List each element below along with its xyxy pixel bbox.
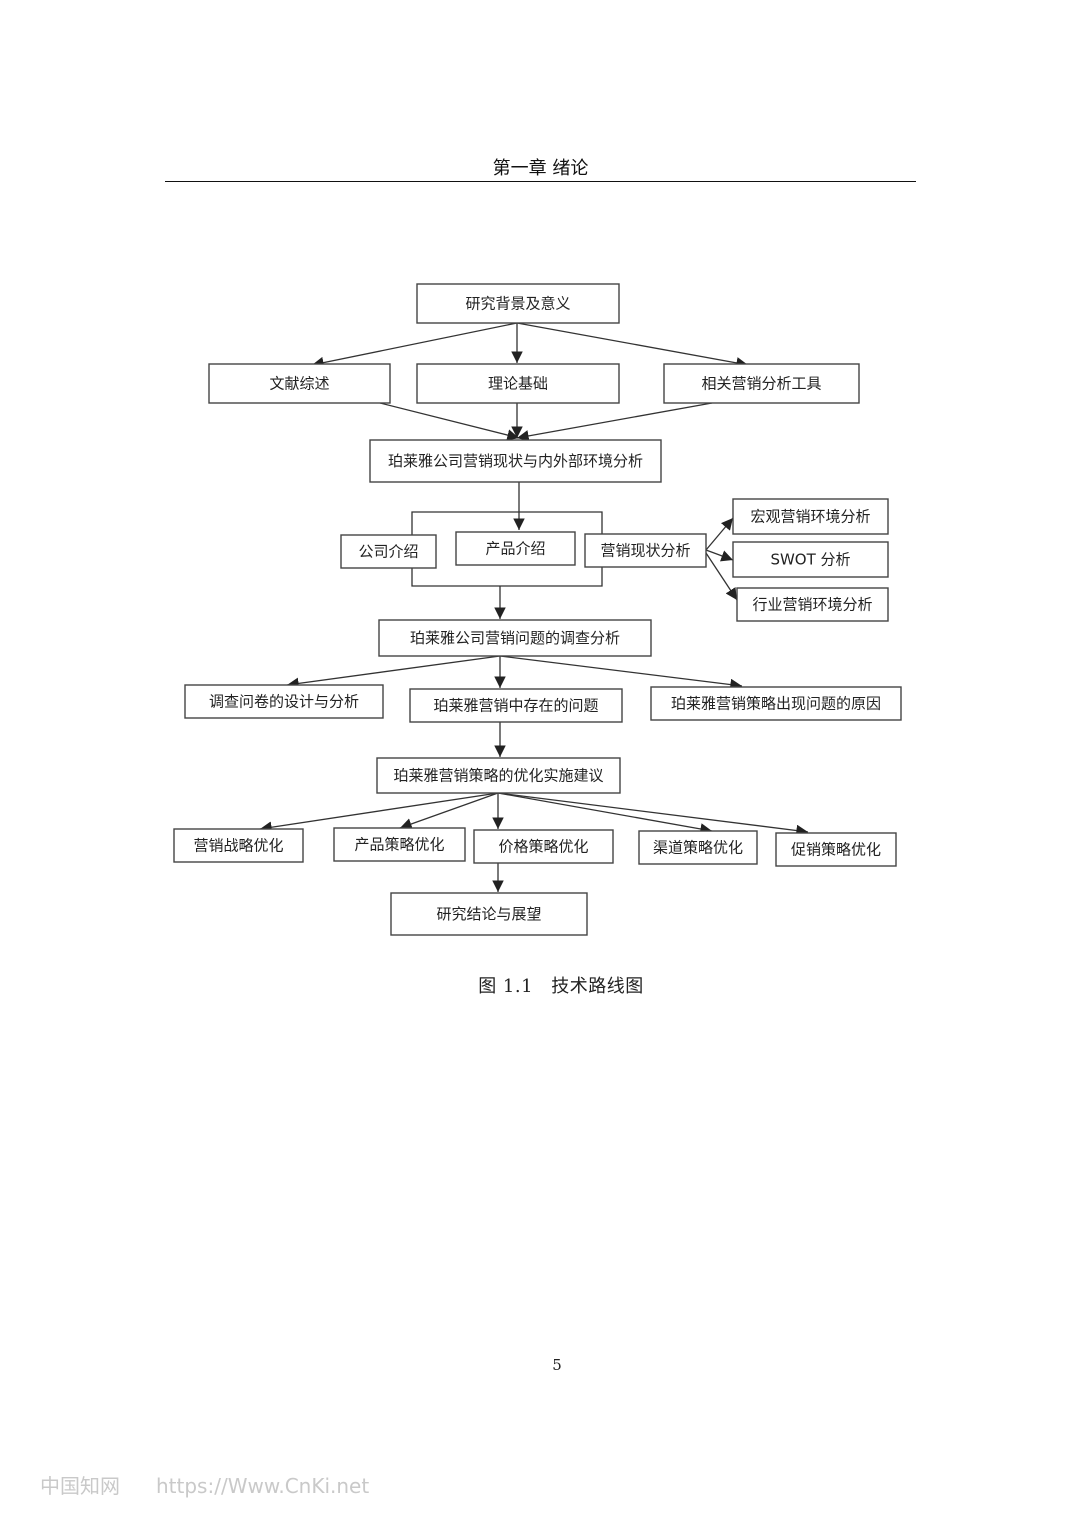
node-label-industry: 行业营销环境分析: [752, 596, 872, 614]
node-box-problems: [409, 688, 623, 723]
node-label-env: 珀莱雅公司营销现状与内外部环境分析: [388, 452, 643, 470]
arrow-status-industry: [705, 552, 738, 601]
arrow-bg-tools: [516, 322, 749, 369]
node-label-questionnaire: 调查问卷的设计与分析: [209, 693, 359, 711]
node-box-product: [455, 531, 576, 566]
bracket-bottom-right: [440, 567, 603, 587]
page-number: 5: [552, 1356, 562, 1374]
arrow-tools-env: [516, 402, 713, 442]
node-box-questionnaire: [184, 684, 384, 719]
node-box-conclusion: [390, 892, 588, 936]
bracket-top: [411, 511, 603, 535]
node-box-company: [340, 534, 437, 569]
arrow-survey-questionnaire: [286, 655, 501, 690]
node-label-survey: 珀莱雅公司营销问题的调查分析: [410, 629, 620, 647]
node-box-promo: [775, 832, 897, 867]
watermark-url: https://Www.CnKi.net: [156, 1474, 370, 1498]
node-label-theory: 理论基础: [488, 375, 548, 393]
node-box-bg: [416, 283, 620, 324]
node-label-prodstrat: 产品策略优化: [354, 836, 444, 854]
node-label-channel: 渠道策略优化: [653, 839, 743, 857]
node-box-prodstrat: [333, 827, 466, 862]
node-box-env: [369, 439, 662, 483]
node-box-causes: [650, 686, 902, 721]
node-box-strategy: [173, 828, 304, 863]
node-label-promo: 促销策略优化: [791, 841, 881, 859]
node-label-macro: 宏观营销环境分析: [750, 508, 870, 526]
node-label-swot: SWOT 分析: [770, 551, 850, 569]
figure-title: 技术路线图: [551, 976, 644, 997]
arrow-optimize-prodstrat: [399, 792, 499, 830]
node-label-optimize: 珀莱雅营销策略的优化实施建议: [393, 767, 603, 785]
chapter-header: 第一章 绪论: [492, 158, 589, 179]
arrow-optimize-strategy: [259, 792, 499, 834]
node-box-tools: [663, 363, 860, 404]
node-box-lit: [208, 363, 391, 404]
node-box-theory: [416, 363, 620, 404]
node-label-bg: 研究背景及意义: [465, 295, 570, 313]
node-box-swot: [732, 541, 889, 578]
node-box-survey: [378, 619, 652, 657]
watermark: 中国知网 https://Www.CnKi.net: [40, 1470, 369, 1499]
node-label-problems: 珀莱雅营销中存在的问题: [433, 697, 598, 715]
arrow-status-macro: [705, 517, 734, 551]
figure-number: 图 1.1: [478, 976, 534, 997]
figure-caption: 图 1.1 技术路线图: [0, 972, 1080, 998]
node-box-channel: [638, 830, 758, 865]
connectors: [259, 322, 809, 892]
arrow-survey-causes: [499, 655, 743, 691]
arrow-optimize-channel: [497, 792, 713, 835]
arrow-optimize-promo: [497, 792, 809, 837]
node-box-industry: [736, 587, 889, 622]
node-box-optimize: [376, 757, 621, 794]
node-label-status: 营销现状分析: [600, 542, 690, 560]
node-label-price: 价格策略优化: [498, 838, 588, 856]
node-label-product: 产品介绍: [485, 540, 545, 558]
node-label-tools: 相关营销分析工具: [701, 375, 821, 393]
node-label-conclusion: 研究结论与展望: [436, 905, 541, 923]
node-box-price: [473, 829, 614, 864]
node-label-lit: 文献综述: [269, 375, 329, 393]
arrow-lit-env: [379, 402, 520, 441]
watermark-brand: 中国知网: [40, 1474, 120, 1498]
bracket-bottom: [411, 567, 440, 587]
node-label-company: 公司介绍: [358, 543, 418, 561]
node-label-strategy: 营销战略优化: [193, 837, 283, 855]
header-rule: [165, 181, 916, 182]
node-box-macro: [732, 498, 889, 535]
node-box-status: [584, 533, 707, 568]
arrow-status-swot: [705, 549, 734, 562]
arrow-bg-lit: [311, 322, 518, 369]
node-label-causes: 珀莱雅营销策略出现问题的原因: [671, 695, 881, 713]
